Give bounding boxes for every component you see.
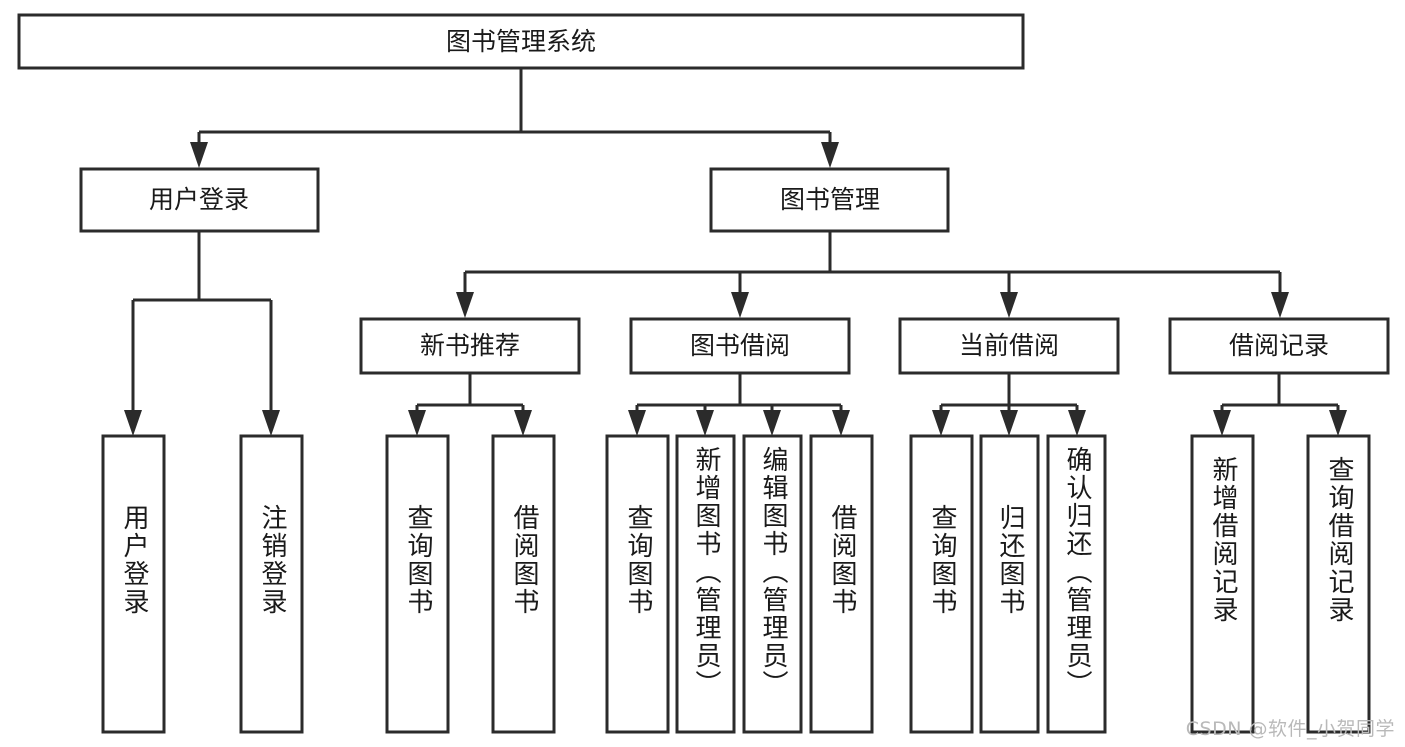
leaf-box-br-1[interactable] xyxy=(1190,434,1255,734)
leaf-box-cb-3[interactable] xyxy=(1046,434,1107,734)
leaf-box-user-login-1[interactable] xyxy=(101,434,166,734)
arrow-nbr-leaf-2 xyxy=(514,410,532,436)
arrow-br-leaf-1 xyxy=(1213,410,1231,436)
node-user-login-label: 用户登录 xyxy=(149,185,249,214)
node-root-label: 图书管理系统 xyxy=(446,27,596,56)
arrow-cb-leaf-3 xyxy=(1068,410,1086,436)
arrow-bm-to-borrow-record xyxy=(1271,292,1289,318)
arrow-root-to-book-manage xyxy=(821,142,839,168)
node-borrow-record-label: 借阅记录 xyxy=(1229,331,1329,360)
leaf-box-user-login-2[interactable] xyxy=(239,434,304,734)
node-user-login[interactable]: 用户登录 xyxy=(79,167,320,233)
node-root[interactable]: 图书管理系统 xyxy=(17,13,1025,70)
arrow-user-login-leaf-1 xyxy=(124,410,142,436)
node-current-borrow-label: 当前借阅 xyxy=(959,331,1059,360)
node-book-borrow-box[interactable] xyxy=(629,317,851,375)
node-current-borrow-box[interactable] xyxy=(898,317,1120,375)
csdn-watermark: CSDN @软件_小贺同学 xyxy=(1185,718,1395,740)
node-root-box[interactable] xyxy=(17,13,1025,70)
arrow-bm-to-new-book xyxy=(456,292,474,318)
leaf-box-bb-1[interactable] xyxy=(605,434,670,734)
arrow-cb-leaf-2 xyxy=(1000,410,1018,436)
leaf-box-nbr-2[interactable] xyxy=(491,434,556,734)
arrow-bm-to-current-borrow xyxy=(1000,292,1018,318)
arrow-bb-leaf-1 xyxy=(628,410,646,436)
arrow-cb-leaf-1 xyxy=(932,410,950,436)
arrow-bb-leaf-4 xyxy=(832,410,850,436)
arrow-bb-leaf-2 xyxy=(696,410,714,436)
arrow-br-leaf-2 xyxy=(1329,410,1347,436)
leaf-box-nbr-1[interactable] xyxy=(385,434,450,734)
node-book-manage-label: 图书管理 xyxy=(780,185,880,214)
node-book-manage[interactable]: 图书管理 xyxy=(709,167,950,233)
node-borrow-record[interactable]: 借阅记录 xyxy=(1168,317,1390,375)
leaf-box-cb-2[interactable] xyxy=(979,434,1040,734)
node-book-borrow-label: 图书借阅 xyxy=(690,331,790,360)
arrow-nbr-leaf-1 xyxy=(408,410,426,436)
leaf-box-bb-3[interactable] xyxy=(742,434,803,734)
arrow-bb-leaf-3 xyxy=(763,410,781,436)
leaf-box-bb-2[interactable] xyxy=(675,434,736,734)
node-borrow-record-box[interactable] xyxy=(1168,317,1390,375)
arrow-user-login-leaf-2 xyxy=(262,410,280,436)
node-new-book-recommend-label: 新书推荐 xyxy=(420,331,520,360)
node-book-manage-box[interactable] xyxy=(709,167,950,233)
node-new-book-recommend[interactable]: 新书推荐 xyxy=(359,317,581,375)
leaf-box-bb-4[interactable] xyxy=(809,434,874,734)
arrow-bm-to-book-borrow xyxy=(731,292,749,318)
node-new-book-recommend-box[interactable] xyxy=(359,317,581,375)
leaf-box-cb-1[interactable] xyxy=(909,434,974,734)
arrow-root-to-user-login xyxy=(190,142,208,168)
leaf-box-br-2[interactable] xyxy=(1306,434,1371,734)
node-book-borrow[interactable]: 图书借阅 xyxy=(629,317,851,375)
node-current-borrow[interactable]: 当前借阅 xyxy=(898,317,1120,375)
